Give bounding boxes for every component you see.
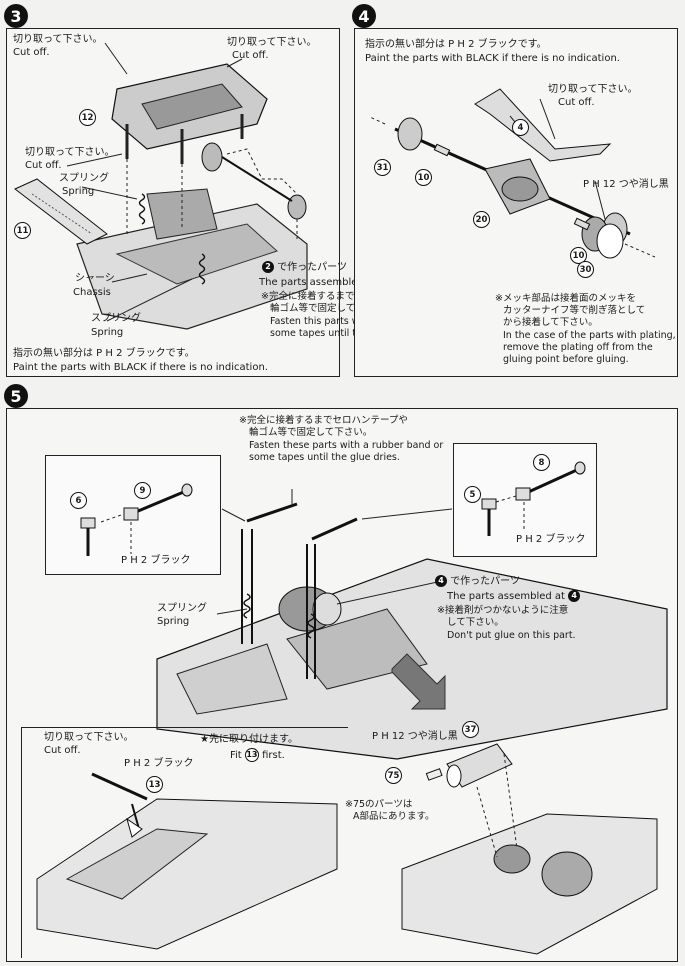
part-20-callout: 20	[473, 211, 490, 228]
step-5-badge: 5	[4, 384, 28, 408]
part-11-callout: 11	[14, 222, 31, 239]
cutoff-jp: 切り取って下さい。	[548, 84, 638, 95]
cutoff-left-en: Cut off.	[13, 47, 50, 58]
part-13-callout: 13	[146, 776, 163, 793]
spring-label-en: Spring	[157, 616, 190, 627]
cutoff-en: Cut off.	[558, 97, 595, 108]
plating-en-3: gluing point before gluing.	[503, 354, 629, 365]
paint-note-jp: 指示の無い部分は P H 2 ブラックです。	[365, 39, 547, 50]
cutoff-jp: 切り取って下さい。	[44, 732, 134, 743]
left-inset-illustration	[80, 483, 193, 556]
fasten-en-2: some tapes until the glue dries.	[249, 452, 400, 463]
a-parts-note-jp-1: ※75のパーツは	[345, 799, 413, 810]
noglue-jp-1: ※接着剤がつかないように注意	[437, 605, 569, 616]
cutoff-left-jp: 切り取って下さい。	[13, 34, 103, 45]
cutoff-mid-en: Cut off.	[25, 160, 62, 171]
assembled-note-jp: 2 で作ったパーツ	[262, 261, 347, 274]
part-4-callout: 4	[512, 119, 529, 136]
fit-first-en: Fit 13 first.	[230, 748, 285, 762]
spring-label-en: Spring	[62, 186, 95, 197]
noglue-en: Don't put glue on this part.	[447, 630, 576, 641]
step-5-right-inset: 8 5 P H 2 ブラック	[453, 443, 597, 557]
part-37-callout: 37	[462, 721, 479, 738]
ref-step-4-icon-en: 4	[568, 590, 581, 602]
cutoff-right-jp: 切り取って下さい。	[227, 37, 317, 48]
part-10-callout-left: 10	[415, 169, 432, 186]
plating-en-2: remove the plating off from the	[503, 342, 653, 353]
cutoff-en: Cut off.	[44, 745, 81, 756]
step-5-bottom-left-inset: 切り取って下さい。 Cut off. P H 2 ブラック 13 ★先に取り付け…	[21, 727, 348, 958]
noglue-jp-2: して下さい。	[447, 617, 504, 628]
part-75-callout: 75	[385, 767, 402, 784]
plating-en-1: In the case of the parts with plating,	[503, 330, 676, 341]
paint-note-en: Paint the parts with BLACK if there is n…	[365, 53, 620, 64]
ref-step-2-icon: 2	[262, 261, 274, 273]
assembled-note-jp: 4 で作ったパーツ	[435, 575, 520, 588]
part-12-callout: 12	[79, 109, 96, 126]
black-label-right: P H 2 ブラック	[516, 534, 586, 545]
step-5-illustration	[36, 489, 668, 955]
fasten-jp-2: 輪ゴム等で固定して下さい。	[270, 303, 394, 314]
plating-jp-2: カッターナイフ等で削ぎ落として	[503, 305, 646, 316]
plating-jp-3: から接着して下さい。	[503, 317, 598, 328]
step-3-illustration	[14, 42, 308, 330]
matt-black-label: P H 12 つや消し黒	[372, 731, 458, 742]
step-4-panel: 4 31 10 20 10 30 指示の無い部分は P H 2 ブラックです。 …	[354, 28, 678, 377]
plating-jp-1: ※メッキ部品は接着面のメッキを	[495, 293, 636, 304]
step-4-badge: 4	[352, 4, 376, 28]
cutoff-mid-jp: 切り取って下さい。	[25, 147, 115, 158]
ref-step-4-icon: 4	[435, 575, 447, 587]
black-label-left: P H 2 ブラック	[121, 555, 191, 566]
fit-first-jp: ★先に取り付けます。	[200, 734, 298, 745]
cutoff-right-en: Cut off.	[232, 50, 269, 61]
fasten-jp-1: ※完全に接着するまでセロハンテープや	[239, 415, 408, 426]
matt-black-label: P H 12 つや消し黒	[583, 179, 669, 190]
spring2-label-jp: スプリング	[91, 313, 141, 324]
part-30-callout: 30	[577, 261, 594, 278]
step-3-panel: 12 11 切り取って下さい。 Cut off. 切り取って下さい。 Cut o…	[6, 28, 455, 377]
part-5-callout: 5	[464, 486, 481, 503]
chassis-label-en: Chassis	[73, 287, 111, 298]
part-8-callout: 8	[533, 454, 550, 471]
step-4-illustration	[369, 88, 656, 259]
fasten-jp-1: ※完全に接着するまでセロハンテープや	[261, 291, 430, 302]
ref-part-13-icon: 13	[244, 748, 259, 762]
step-3-badge: 3	[4, 4, 28, 28]
chassis-label-jp: シャーシ	[75, 273, 115, 284]
right-inset-illustration	[481, 461, 586, 536]
paint-note-en: Paint the parts with BLACK if there is n…	[13, 362, 268, 373]
fasten-en-2: some tapes until the glue dries.	[270, 328, 421, 339]
part-9-callout: 9	[134, 482, 151, 499]
fasten-en-1: Fasten these parts with a rubber band or	[249, 440, 444, 451]
a-parts-note-jp-2: A部品にあります。	[353, 811, 435, 822]
step-5-panel: 6 9 P H 2 ブラック 8 5 P H 2 ブラック ※完全に接着するまで…	[6, 408, 678, 962]
fasten-jp-2: 輪ゴム等で固定して下さい。	[249, 427, 373, 438]
spring-label-jp: スプリング	[157, 603, 207, 614]
part-6-callout: 6	[70, 492, 87, 509]
part-31-callout: 31	[374, 159, 391, 176]
spring2-label-en: Spring	[91, 327, 124, 338]
black-label-bottom: P H 2 ブラック	[124, 758, 194, 769]
step-5-left-inset: 6 9 P H 2 ブラック	[45, 455, 221, 575]
spring-label-jp: スプリング	[59, 173, 109, 184]
assembled-note-en: The parts assembled at 4	[447, 590, 581, 603]
paint-note-jp: 指示の無い部分は P H 2 ブラックです。	[13, 348, 195, 359]
